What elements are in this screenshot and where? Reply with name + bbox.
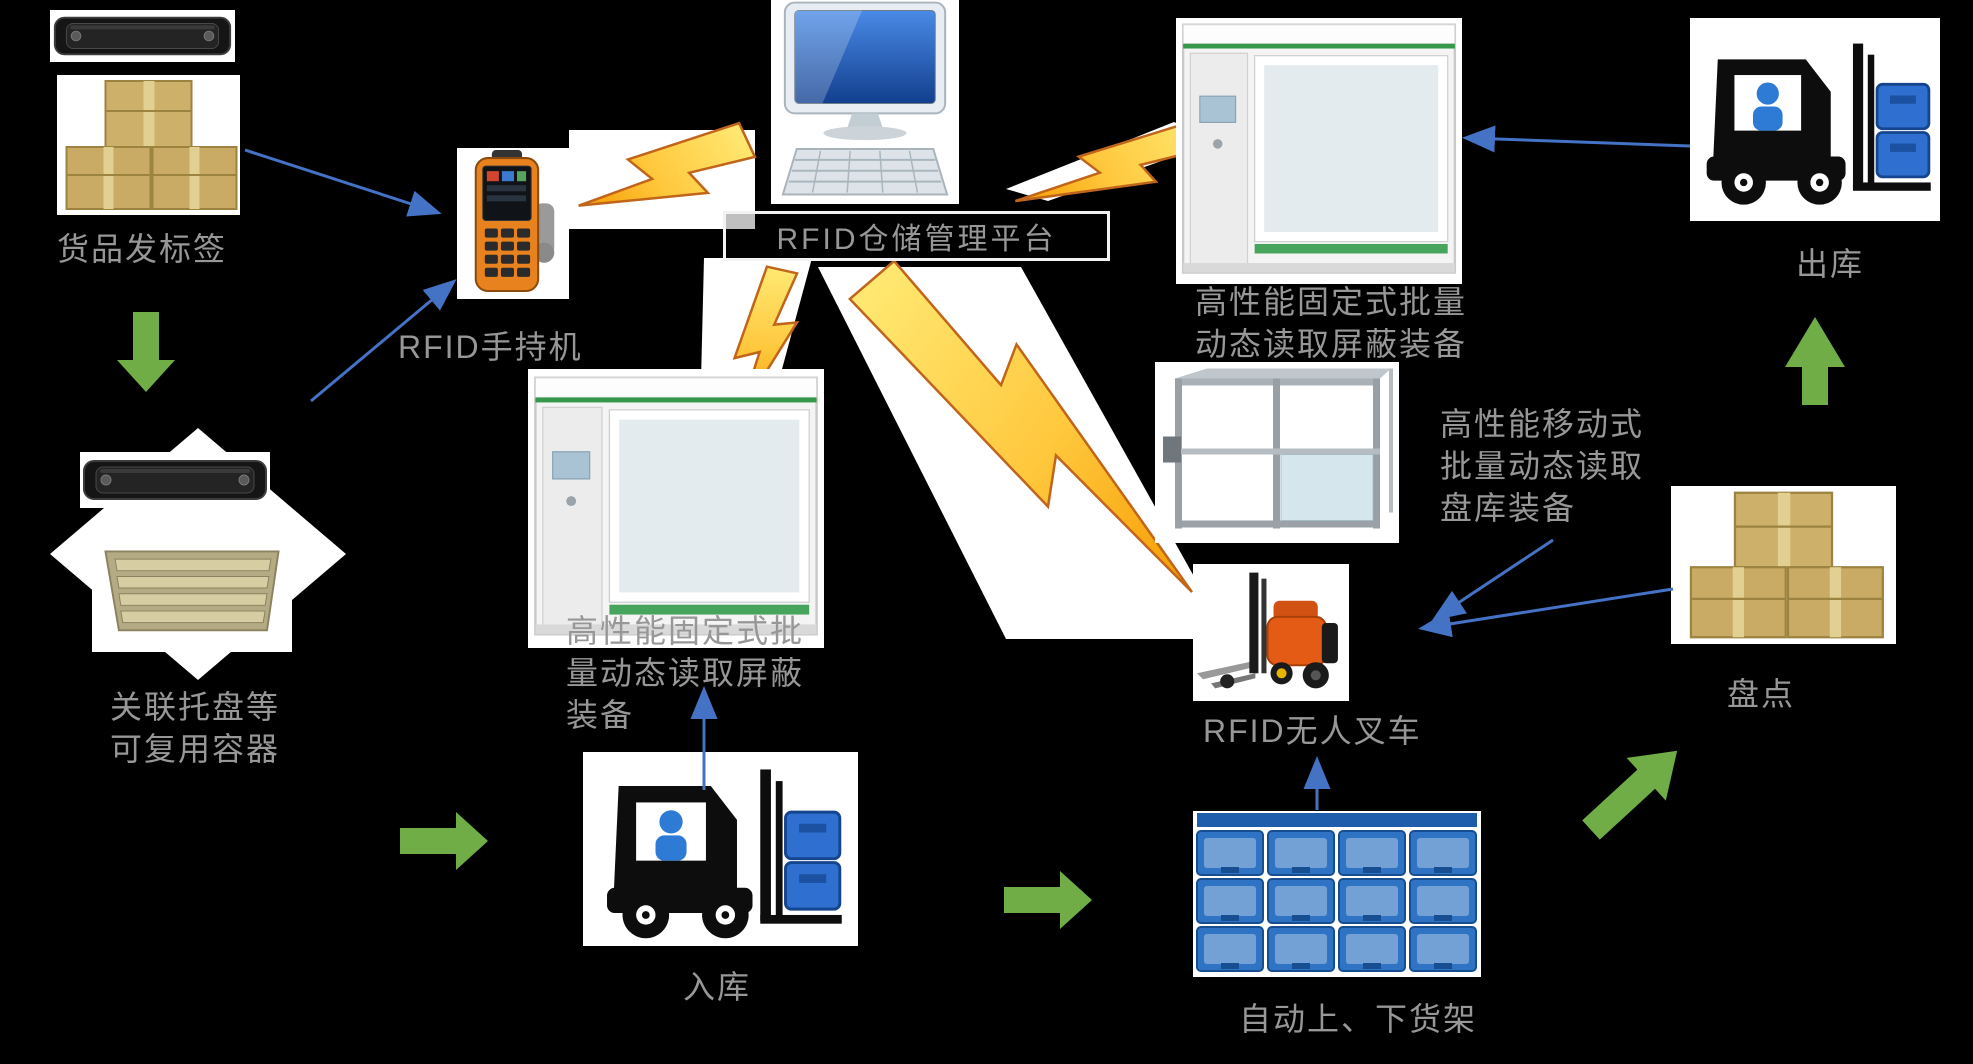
mobile-reader-label: 高性能移动式 批量动态读取 盘库装备 — [1440, 406, 1645, 526]
rfid-handheld-image — [457, 148, 569, 299]
goods-boxes-image — [57, 75, 240, 215]
mobile-reader-frame-image — [1155, 362, 1399, 543]
fixed-reader-center-image — [528, 369, 824, 648]
pallet-rfid-tag-image — [80, 452, 270, 508]
shield-device-icon — [1181, 23, 1457, 274]
frame-device-icon — [1163, 368, 1393, 529]
handheld-reader-icon — [474, 150, 555, 292]
outbound-forklift-image — [1690, 18, 1940, 221]
rfid-agv-forklift-image — [1193, 564, 1349, 701]
pallet-tray-image — [92, 524, 292, 652]
auto-shelves-image — [1193, 811, 1481, 977]
rfid-tag-icon — [83, 460, 267, 500]
fixed-reader-right-image — [1176, 18, 1462, 284]
rfid-tag-image — [50, 10, 235, 62]
forklift-icon — [1706, 43, 1931, 205]
shield-device-icon — [534, 376, 818, 636]
platform-title-box: RFID仓储管理平台 — [723, 211, 1110, 261]
forklift-icon — [607, 769, 842, 939]
rfid-tag-icon — [53, 16, 232, 56]
boxes-icon — [65, 80, 238, 210]
bolt-strip-3 — [818, 267, 1201, 639]
boxes-icon — [1689, 491, 1884, 639]
rfid-forklift-label: RFID无人叉车 — [1203, 713, 1422, 749]
platform-title: RFID仓储管理平台 — [776, 223, 1057, 256]
auto-shelving-label: 自动上、下货架 — [1239, 1001, 1478, 1037]
shelf-rack-icon — [1196, 813, 1477, 972]
fixed-reader-right-label: 高性能固定式批量 动态读取屏蔽装备 — [1195, 284, 1468, 362]
pallet-tray-icon — [104, 550, 280, 632]
computer-icon — [781, 1, 949, 196]
platform-computer-image — [771, 0, 959, 204]
inbound-label: 入库 — [683, 969, 752, 1005]
fixed-reader-center-label: 高性能固定式批 量动态读取屏蔽 装备 — [566, 613, 805, 733]
goods-tagging-label: 货品发标签 — [57, 231, 228, 267]
rfid-handheld-label: RFID手持机 — [398, 329, 583, 365]
stocktaking-label: 盘点 — [1727, 676, 1796, 712]
outbound-label: 出库 — [1796, 246, 1865, 282]
inbound-forklift-image — [583, 752, 858, 946]
reusable-container-label: 关联托盘等 可复用容器 — [110, 689, 281, 767]
stocktaking-boxes-image — [1671, 486, 1896, 644]
agv-forklift-icon — [1197, 572, 1338, 689]
